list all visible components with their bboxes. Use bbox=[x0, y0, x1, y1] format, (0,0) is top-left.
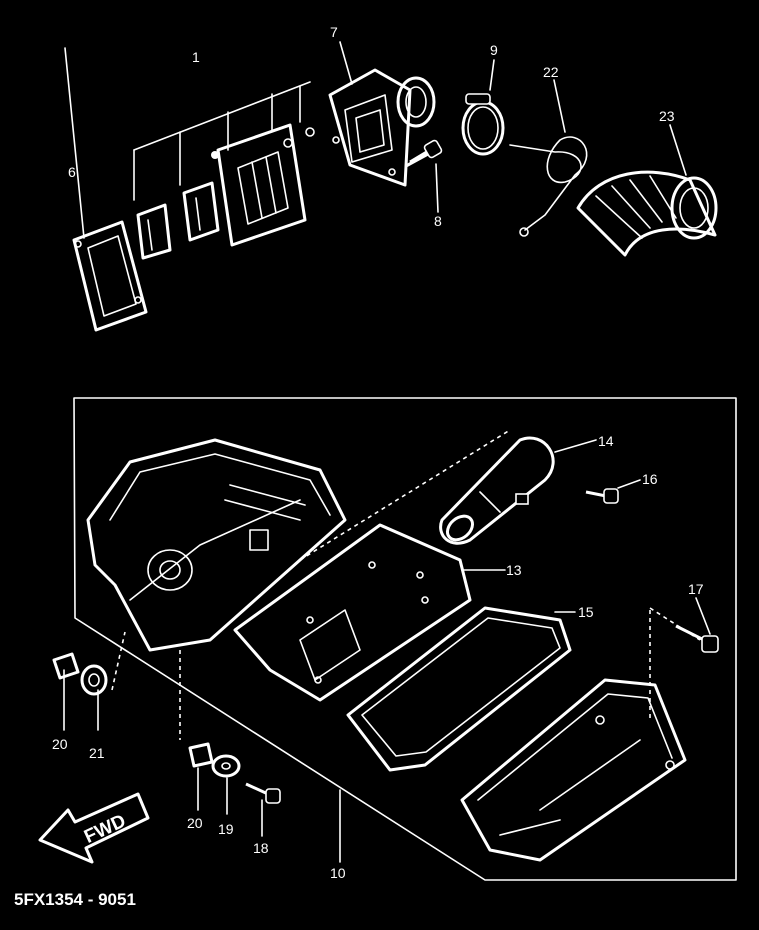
part-label-20-right: 20 bbox=[187, 815, 203, 831]
collar-part-20-right bbox=[179, 650, 214, 811]
part-label-18: 18 bbox=[253, 840, 269, 856]
part-label-9: 9 bbox=[490, 42, 498, 58]
part-label-15: 15 bbox=[578, 604, 594, 620]
part-label-23: 23 bbox=[659, 108, 675, 124]
clamp-part-9 bbox=[461, 59, 505, 156]
plate-part-13 bbox=[233, 523, 506, 702]
grommet-part-21 bbox=[80, 631, 126, 731]
part-label-22: 22 bbox=[543, 64, 559, 80]
silencer-case-lower bbox=[460, 610, 687, 862]
part-label-7: 7 bbox=[330, 24, 338, 40]
gasket-part-6 bbox=[64, 47, 148, 332]
part-label-14: 14 bbox=[598, 433, 614, 449]
forward-arrow-icon: FWD bbox=[38, 792, 150, 864]
intake-joint-part-23 bbox=[576, 124, 718, 257]
part-label-6: 6 bbox=[68, 164, 76, 180]
part-label-1: 1 bbox=[192, 49, 200, 65]
screw-part-16 bbox=[585, 479, 641, 504]
diagram-code: 5FX1354 - 9051 bbox=[14, 890, 136, 909]
part-label-16: 16 bbox=[642, 471, 658, 487]
intake-manifold bbox=[328, 41, 436, 187]
spring-clip-part-22 bbox=[509, 79, 588, 237]
seal-part-15 bbox=[346, 606, 576, 772]
washer-part-19 bbox=[211, 754, 241, 815]
collar-part-20-left bbox=[52, 652, 80, 731]
part-label-10: 10 bbox=[330, 865, 346, 881]
screw-part-17 bbox=[649, 597, 719, 653]
silencer-group-frame bbox=[73, 397, 737, 881]
reed-valve-assembly bbox=[133, 81, 315, 260]
part-label-17: 17 bbox=[688, 581, 704, 597]
part-label-13: 13 bbox=[506, 562, 522, 578]
silencer-case-upper bbox=[86, 429, 511, 652]
part-label-8: 8 bbox=[434, 213, 442, 229]
bolt-part-18 bbox=[245, 782, 281, 837]
part-label-21: 21 bbox=[89, 745, 105, 761]
duct-part-14 bbox=[439, 436, 597, 545]
bolt-part-8 bbox=[405, 139, 443, 213]
part-number-labels: 1 6 7 8 9 22 23 14 16 13 15 17 20 21 20 … bbox=[52, 24, 704, 881]
part-label-20-left: 20 bbox=[52, 736, 68, 752]
part-label-19: 19 bbox=[218, 821, 234, 837]
